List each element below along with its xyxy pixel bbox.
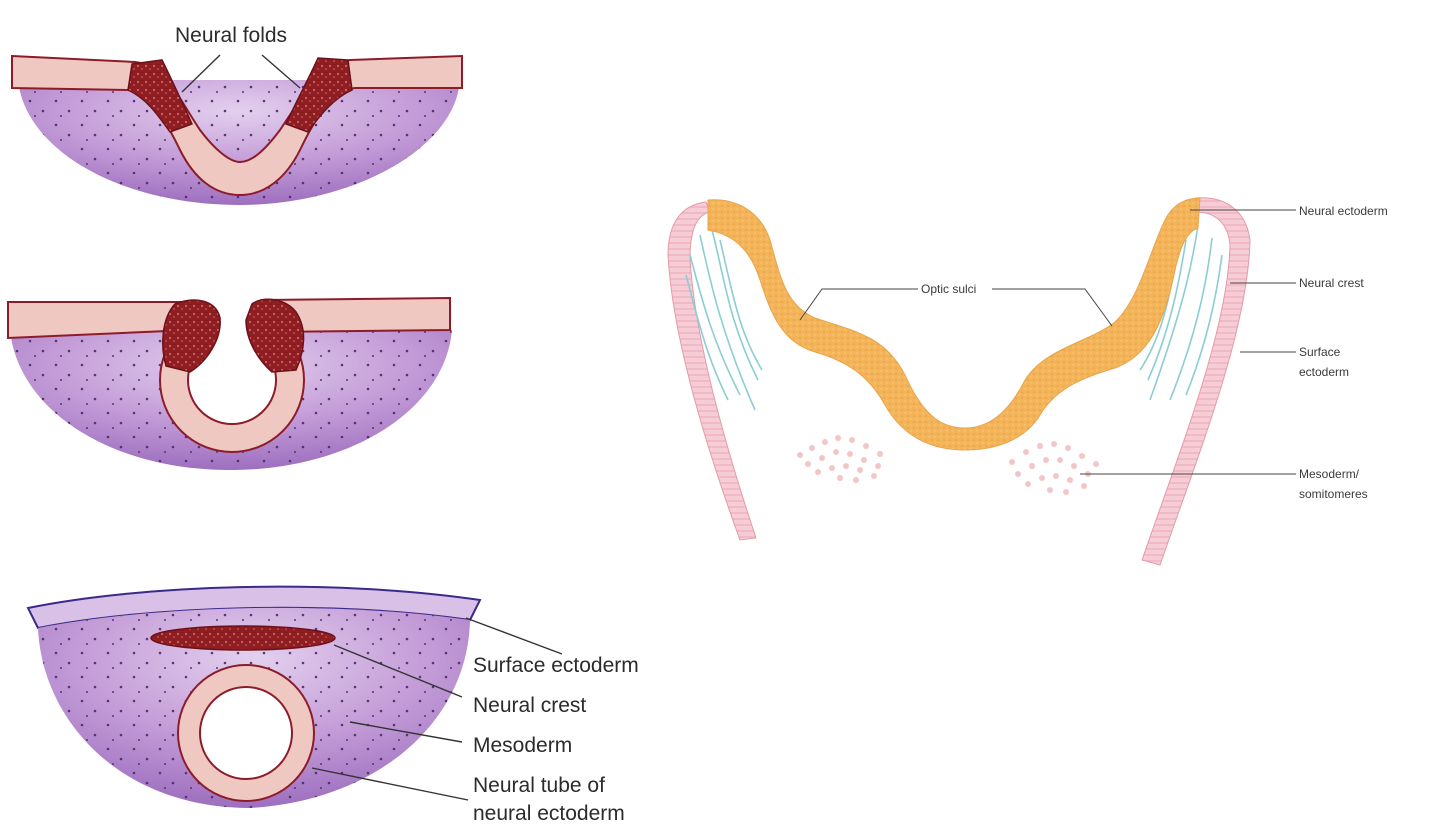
- surface-ectoderm-left: [667, 201, 757, 541]
- surface-ectoderm-leader: [465, 617, 563, 655]
- mesoderm-label-line1: Mesoderm/: [1299, 467, 1360, 481]
- neural-tube-label-line2: neural ectoderm: [473, 802, 625, 825]
- mesoderm-label-line2: somitomeres: [1299, 487, 1368, 501]
- neural-crest-leader: [333, 644, 463, 698]
- panel-neural-groove: [7, 296, 452, 470]
- neural-crest-label: Neural crest: [1299, 276, 1364, 290]
- panel-neural-tube: Surface ectoderm Neural crest Mesoderm N…: [26, 585, 639, 825]
- neural-folds-leader-left: [181, 54, 221, 93]
- neural-folds-leader-right: [261, 54, 301, 89]
- neural-crest-left-wisps: [685, 229, 763, 411]
- surface-ectoderm-label-line1: Surface: [1299, 345, 1341, 359]
- neural-tube-label-line1: Neural tube of: [473, 774, 605, 797]
- neural-tube-leader: [311, 767, 469, 801]
- neural-tube-lumen: [199, 686, 293, 780]
- ectoderm-plate: [11, 54, 463, 197]
- mesoderm-leader: [349, 721, 463, 743]
- optic-sulci-leader-right: [992, 288, 1113, 327]
- somitomere-left: [797, 435, 883, 483]
- surface-ectoderm-right: [1141, 197, 1251, 566]
- neural-crest-band: [150, 625, 336, 651]
- neural-ectoderm-label: Neural ectoderm: [1299, 204, 1388, 218]
- neural-folds-label: Neural folds: [175, 24, 287, 47]
- neural-fold-left: [127, 59, 194, 133]
- mesoderm-dots: [18, 80, 460, 205]
- surface-ectoderm-label-line2: ectoderm: [1299, 365, 1349, 379]
- optic-sulci-label: Optic sulci: [921, 282, 976, 296]
- panel-optic-sulci: Optic sulci Neural ectoderm Neural crest…: [667, 197, 1388, 566]
- surface-ectoderm-label: Surface ectoderm: [473, 654, 639, 677]
- somitomere-right: [1009, 441, 1099, 495]
- neural-crest-label: Neural crest: [473, 694, 586, 717]
- mesoderm-label: Mesoderm: [473, 734, 572, 757]
- panel-neural-folds: Neural folds: [11, 24, 463, 205]
- optic-sulci-leader-left: [799, 288, 918, 321]
- neural-fold-right: [284, 57, 353, 133]
- neural-crest-left: [162, 299, 221, 373]
- neural-ectoderm: [707, 197, 1201, 451]
- neural-crest-right: [245, 298, 305, 373]
